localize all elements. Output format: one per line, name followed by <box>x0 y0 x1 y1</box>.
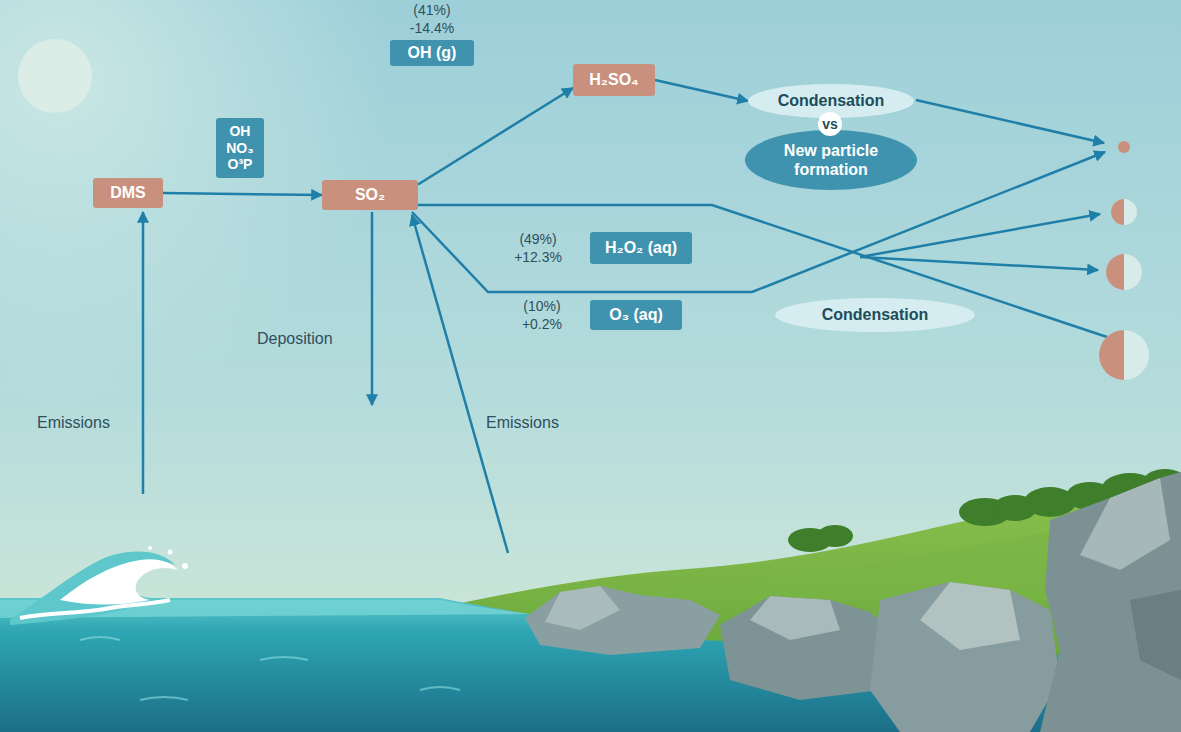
h2o2-branch <box>860 257 1098 270</box>
rocks <box>1080 478 1170 570</box>
versus-circle: vs <box>818 112 842 136</box>
rocks <box>920 582 1020 650</box>
percentage-text: (41%) <box>410 2 454 20</box>
wave <box>182 563 188 569</box>
rocks <box>1040 472 1181 732</box>
h2o2-pathway <box>418 205 1122 342</box>
sulfate-fraction <box>1099 330 1124 380</box>
process-text: Condensation <box>822 305 929 324</box>
box-label: O₃ (aq) <box>609 305 663 324</box>
node-body: Condensation <box>822 305 929 324</box>
species-box: H₂SO₄ <box>573 64 655 96</box>
process-ellipse: New particle formation <box>745 130 917 190</box>
rocks <box>1130 590 1181 680</box>
rocks <box>870 582 1060 732</box>
box-label: OH (g) <box>408 43 457 62</box>
species-box: DMS <box>93 178 163 208</box>
bushes <box>817 525 853 547</box>
h2so4-particle-arrow <box>916 100 1104 143</box>
box-label: SO₂ <box>355 185 385 204</box>
box-label: DMS <box>110 183 146 202</box>
sea-ripples <box>80 637 120 640</box>
box-label: OH <box>229 123 250 140</box>
percentage-text: +12.3% <box>514 248 562 266</box>
rocks <box>750 596 840 640</box>
node-body: SO₂ <box>355 185 385 204</box>
process-text: Condensation <box>778 91 885 110</box>
wave <box>148 546 152 550</box>
mixed-particle <box>1099 330 1149 380</box>
oxidant-box: (41%)-14.4%OH (g) <box>390 40 474 66</box>
rocks <box>545 586 620 630</box>
circle-fill <box>818 112 842 136</box>
sea-ripples <box>140 697 188 700</box>
wave <box>20 600 170 618</box>
node-body: O₃ (aq) <box>609 305 663 324</box>
ellipse-fill <box>775 298 975 332</box>
sea-ripples <box>420 687 460 690</box>
ellipse-outline <box>745 130 917 190</box>
deposition-arrow <box>371 212 374 405</box>
species-box: SO₂ <box>322 180 418 210</box>
particles <box>1099 141 1149 380</box>
sulfate-particle <box>1118 141 1130 153</box>
percentage-note: (10%)+0.2% <box>522 298 562 333</box>
mixed-particle <box>1106 254 1142 290</box>
percentage-text: (49%) <box>514 231 562 249</box>
flow-arrow <box>655 80 748 101</box>
emission-arrow <box>412 215 508 553</box>
node-body: New particle formation <box>761 141 901 179</box>
process-label: Emissions <box>484 414 561 432</box>
emission-arrow <box>142 212 145 494</box>
sulfate-fraction <box>1111 199 1124 225</box>
wave <box>60 559 178 604</box>
box-label: H₂O₂ (aq) <box>605 238 677 257</box>
percentage-note: (41%)-14.4% <box>410 2 454 37</box>
rocks <box>525 472 1181 732</box>
box-label: O³P <box>228 156 253 173</box>
percentage-note: (49%)+12.3% <box>514 231 562 266</box>
oxidant-box: (10%)+0.2%O₃ (aq) <box>590 300 682 330</box>
flow-arrow <box>163 193 322 195</box>
node-body: Condensation <box>778 91 885 110</box>
process-text: New particle formation <box>761 141 901 179</box>
node-body: vs <box>822 116 838 133</box>
rocks <box>525 586 720 655</box>
sea-ripples <box>80 637 460 700</box>
node-body: OH (g) <box>408 43 457 62</box>
percentage-text: -14.4% <box>410 20 454 38</box>
process-label: Emissions <box>35 414 112 432</box>
box-label: NO₃ <box>226 140 253 157</box>
oxidant-box: OHNO₃O³P <box>216 118 264 178</box>
node-body: OHNO₃O³P <box>226 123 253 173</box>
percentage-text: +0.2% <box>522 315 562 333</box>
sea-ripples <box>260 657 308 660</box>
node-body: H₂SO₄ <box>589 70 638 89</box>
mixed-particle <box>1111 199 1137 225</box>
wave <box>168 550 173 555</box>
wave <box>10 546 188 625</box>
process-label: Deposition <box>255 330 335 348</box>
process-ellipse: Condensation <box>775 298 975 332</box>
aqueous-pathways <box>412 100 1122 342</box>
node-body: H₂O₂ (aq) <box>605 238 677 257</box>
ellipse-fill <box>745 130 917 190</box>
oxidant-box: (49%)+12.3%H₂O₂ (aq) <box>590 232 692 264</box>
node-body: DMS <box>110 183 146 202</box>
sulfate-fraction <box>1106 254 1124 290</box>
sun <box>18 39 92 113</box>
process-text: vs <box>822 116 838 133</box>
percentage-text: (10%) <box>522 298 562 316</box>
box-label: H₂SO₄ <box>589 70 638 89</box>
flow-arrow <box>418 88 573 185</box>
